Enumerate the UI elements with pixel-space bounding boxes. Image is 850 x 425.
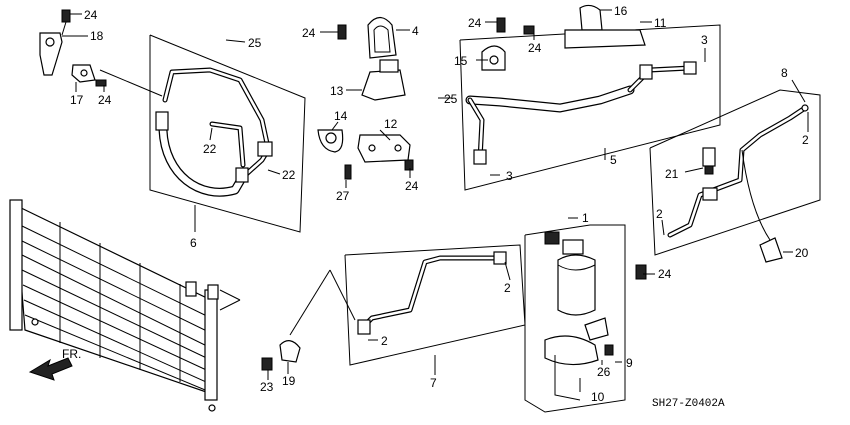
leader-lines bbox=[62, 9, 809, 392]
callout: 24 bbox=[528, 41, 542, 55]
liquid-line-lower bbox=[289, 251, 507, 336]
callout: 2 bbox=[656, 207, 663, 221]
callout: 13 bbox=[330, 84, 344, 98]
callout: 4 bbox=[412, 24, 419, 38]
callout: 26 bbox=[597, 365, 611, 379]
callout: 7 bbox=[430, 376, 437, 390]
callout: 1 bbox=[582, 211, 589, 225]
clamp-4 bbox=[337, 16, 397, 59]
callout: 19 bbox=[282, 374, 296, 388]
clamp-20 bbox=[759, 237, 783, 263]
clamp-19 bbox=[261, 340, 301, 371]
callout: 3 bbox=[701, 33, 708, 47]
callout: 24 bbox=[658, 267, 672, 281]
callout: 25 bbox=[248, 36, 262, 50]
callout: 20 bbox=[795, 246, 809, 260]
front-direction-label: FR. bbox=[62, 347, 81, 361]
callout: 12 bbox=[384, 117, 398, 131]
liquid-line-upper bbox=[667, 104, 809, 241]
callout: 10 bbox=[591, 390, 605, 404]
callout: 27 bbox=[336, 189, 350, 203]
bracket-18 bbox=[39, 9, 71, 76]
callout: 17 bbox=[70, 93, 84, 107]
clamp-16 bbox=[523, 4, 646, 49]
condenser bbox=[9, 199, 241, 412]
callout: 24 bbox=[468, 16, 482, 30]
suction-hose bbox=[465, 61, 697, 165]
callout: 2 bbox=[381, 334, 388, 348]
bracket-12 bbox=[344, 134, 414, 180]
clamp-14 bbox=[317, 129, 344, 153]
frame-group-8 bbox=[649, 89, 821, 256]
callout: 22 bbox=[203, 142, 217, 156]
diagram-code: SH27-Z0402A bbox=[652, 398, 725, 410]
front-direction-arrow: FR. bbox=[28, 347, 81, 381]
callout: 24 bbox=[84, 8, 98, 22]
discharge-hose bbox=[155, 67, 273, 197]
callout: 25 bbox=[444, 92, 458, 106]
callout: 6 bbox=[190, 236, 197, 250]
receiver-dryer bbox=[544, 231, 596, 316]
callout: 8 bbox=[781, 66, 788, 80]
callout: 11 bbox=[654, 16, 667, 30]
bracket-13 bbox=[361, 59, 406, 101]
callouts: 24 18 17 24 25 24 4 13 14 12 25 22 22 27… bbox=[70, 4, 809, 404]
callout: 2 bbox=[802, 133, 809, 147]
callout: 24 bbox=[302, 26, 316, 40]
callout: 18 bbox=[90, 29, 104, 43]
callout: 15 bbox=[454, 54, 468, 68]
clamp-15 bbox=[481, 17, 506, 71]
callout: 14 bbox=[334, 109, 348, 123]
pressure-switch-21 bbox=[702, 147, 716, 175]
callout: 24 bbox=[98, 93, 112, 107]
callout: 24 bbox=[405, 179, 419, 193]
callout: 16 bbox=[614, 4, 628, 18]
callout: 23 bbox=[260, 380, 274, 394]
callout: 9 bbox=[626, 356, 633, 370]
callout: 2 bbox=[504, 281, 511, 295]
callout: 21 bbox=[665, 167, 679, 181]
frame-group-9 bbox=[524, 224, 626, 413]
callout: 5 bbox=[610, 153, 617, 167]
clamp-17 bbox=[71, 64, 163, 97]
callout: 3 bbox=[506, 169, 513, 183]
callout: 22 bbox=[282, 168, 296, 182]
bracket-10 bbox=[544, 264, 647, 401]
frame-group-6 bbox=[149, 34, 306, 233]
